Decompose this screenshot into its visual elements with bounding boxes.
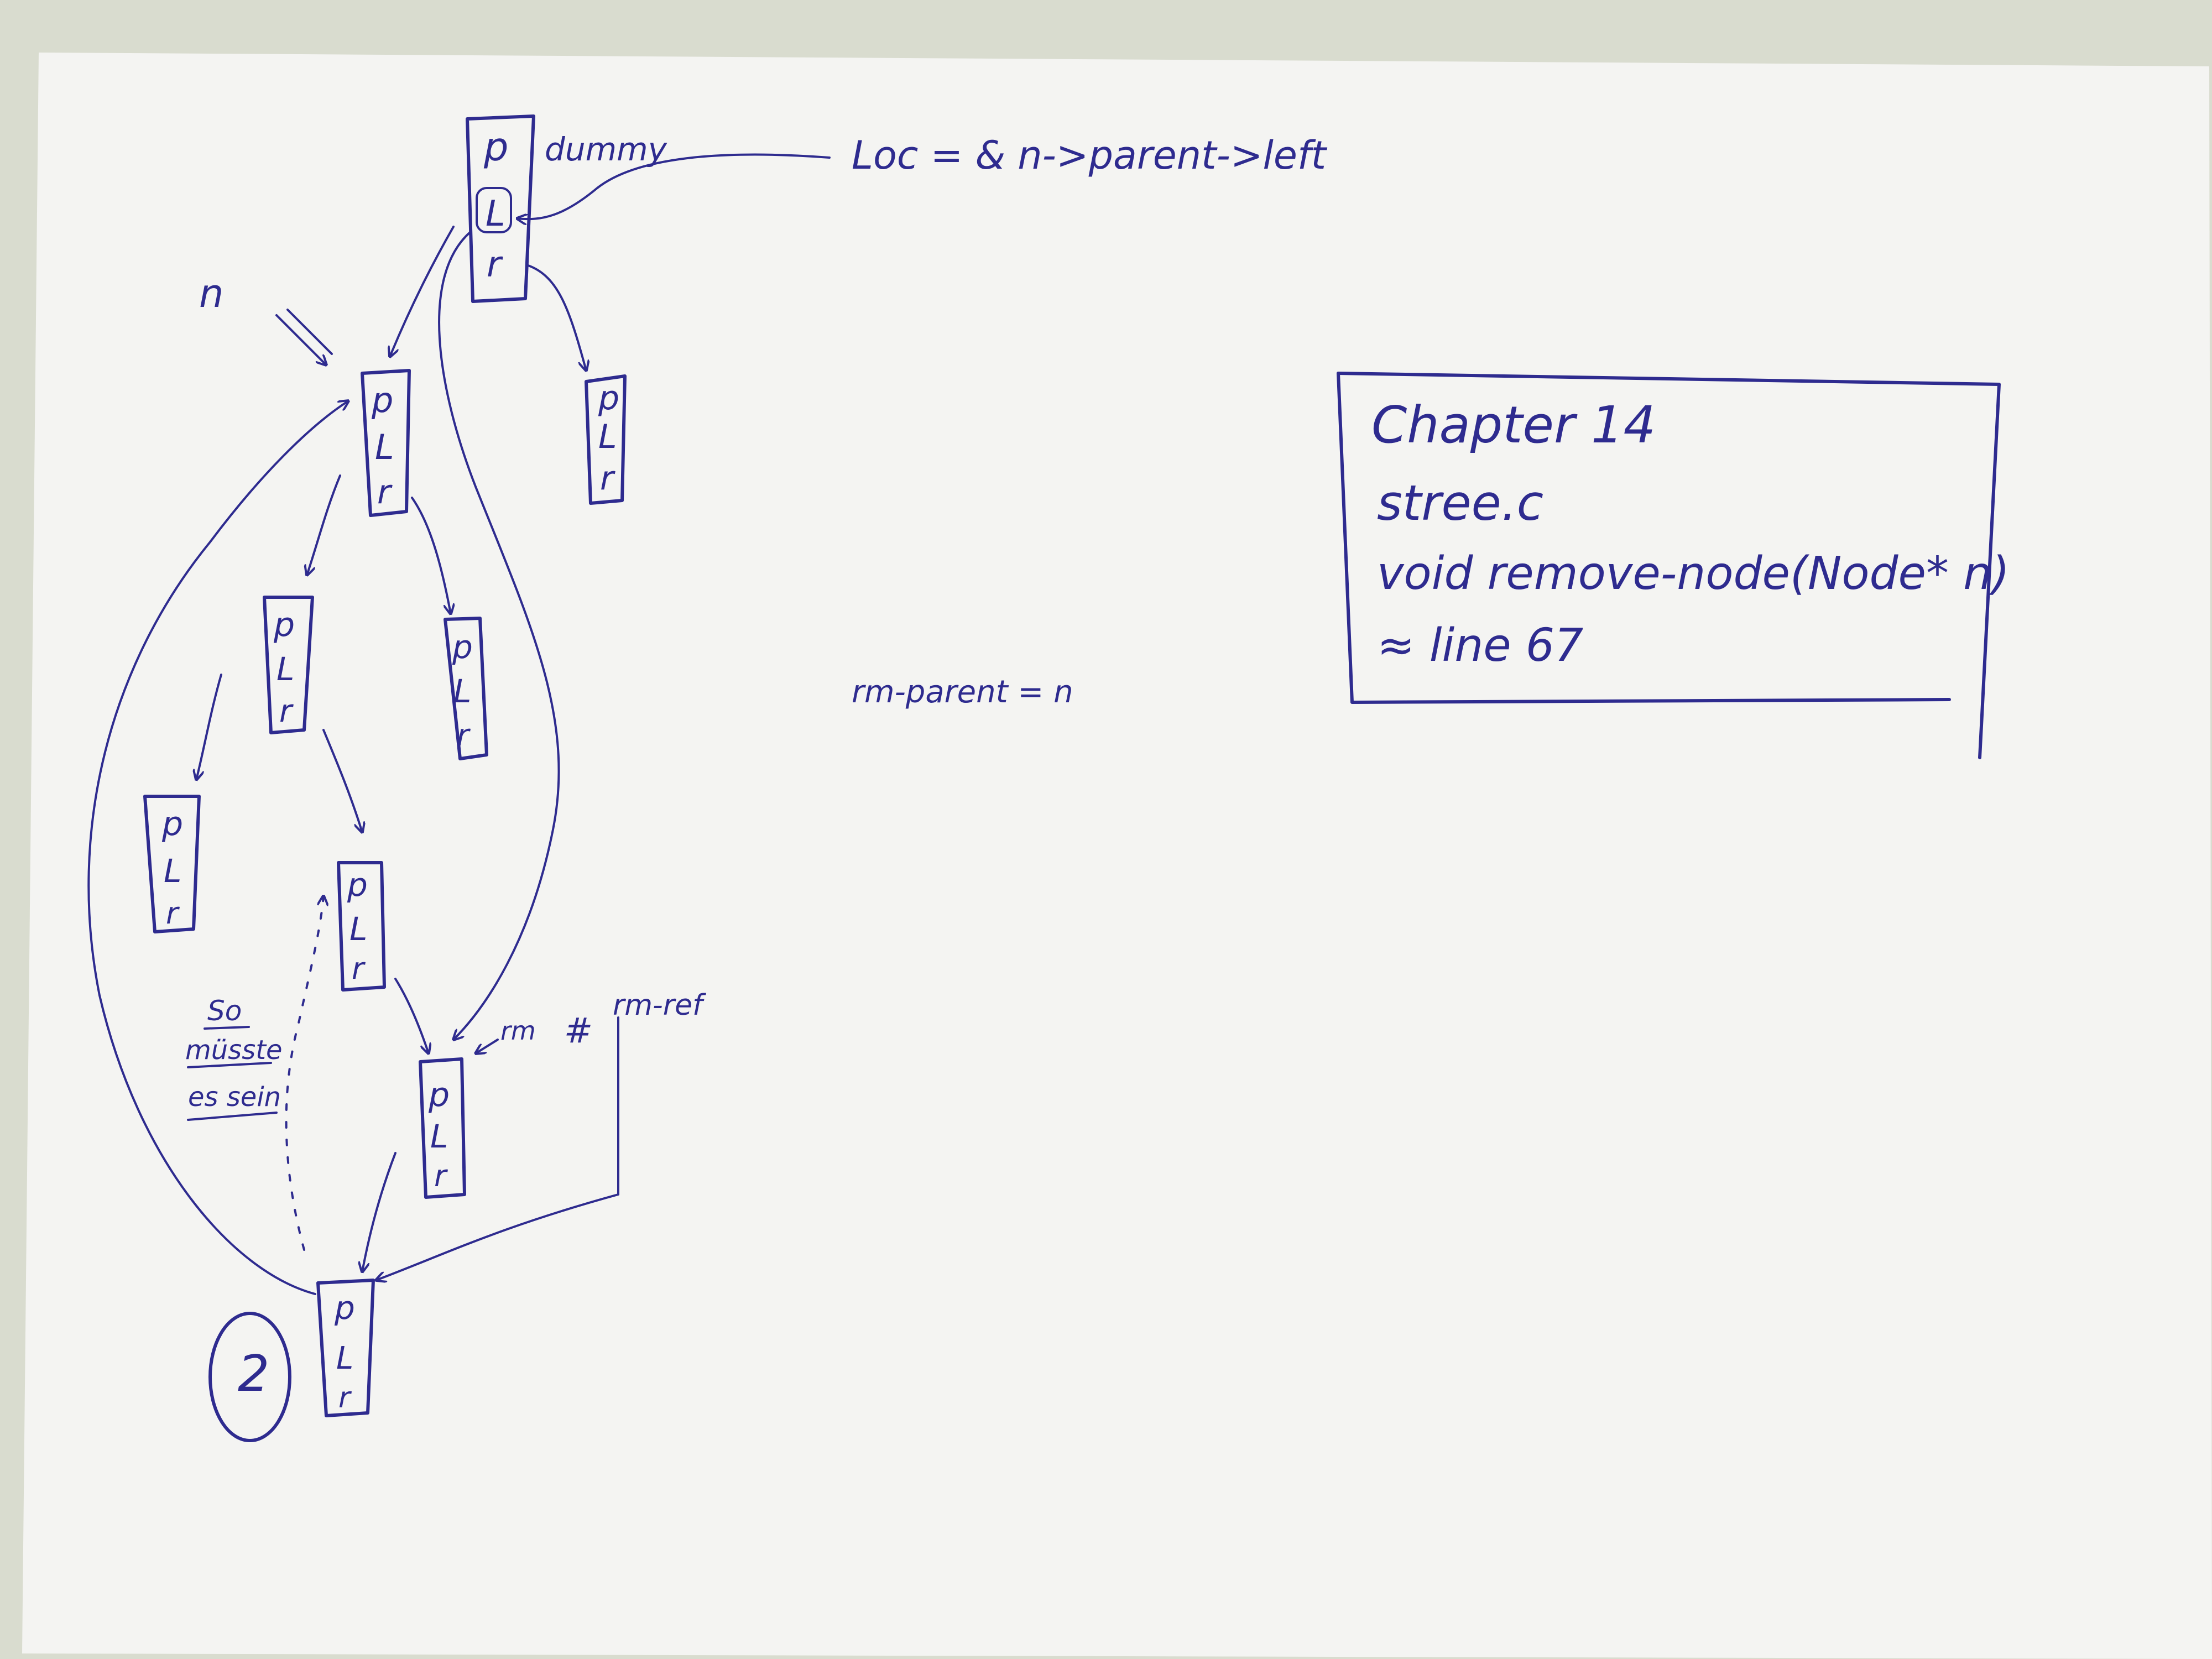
node-n-left: p L r [263, 596, 314, 734]
label-n: n [199, 271, 223, 316]
arrow-dummy-to-right [527, 264, 586, 371]
node-field-p: p [347, 866, 368, 904]
node-field-r: r [487, 244, 503, 285]
arrow-left-to-middle [322, 729, 362, 832]
node-field-l: L [164, 852, 181, 890]
label-loc-expression: Loc = & n->parent->left [852, 133, 1328, 178]
node-rm: p L r [419, 1057, 466, 1199]
node-field-r: r [377, 473, 393, 512]
node-field-r: r [457, 718, 471, 753]
note-line-1: So [207, 995, 242, 1027]
info-line-function: void remove-node(Node* n) [1377, 547, 2010, 600]
arrow-rm-to-bottom [362, 1152, 397, 1272]
node-dummy-right: p L r [585, 374, 627, 505]
arrow-loc-to-dummy [517, 153, 831, 220]
info-line-file: stree.c [1377, 474, 1543, 531]
arrow-dummy-to-rm [438, 231, 560, 1040]
node-field-p: p [598, 379, 619, 418]
node-field-r: r [434, 1159, 448, 1193]
node-field-l: L [430, 1118, 448, 1155]
label-dummy: dummy [545, 131, 667, 168]
node-field-p: p [334, 1289, 355, 1327]
label-rm-ref: rm-ref [613, 989, 706, 1022]
node-field-l: L [486, 194, 505, 234]
info-box: Chapter 14 stree.c void remove-node(Node… [1337, 372, 2010, 759]
node-dummy: p L r [466, 114, 535, 303]
info-line-line: ≈ line 67 [1377, 619, 1583, 672]
node-field-l: L [276, 650, 294, 688]
node-field-l: L [598, 418, 617, 456]
node-field-p: p [428, 1076, 450, 1114]
node-field-r: r [166, 896, 180, 931]
arrow-rmref-to-bottom [376, 1016, 619, 1280]
arrow-middle-to-rm [394, 978, 429, 1053]
node-far-left: p L r [143, 795, 201, 933]
node-field-r: r [352, 951, 366, 986]
circle-number: 2 [238, 1345, 269, 1403]
node-field-r: r [338, 1381, 352, 1415]
node-field-l: L [453, 672, 471, 710]
label-rm-marker: rm [500, 1016, 536, 1046]
node-bottom: p L r [316, 1279, 375, 1417]
arrow-n-to-left [307, 474, 341, 575]
node-field-p: p [452, 628, 473, 666]
arrow-bottom-to-n [87, 401, 348, 1295]
node-n-right: p L r [444, 617, 488, 760]
node-field-l: L [336, 1340, 353, 1376]
arrow-should-be [285, 896, 324, 1251]
node-field-p: p [273, 606, 295, 644]
label-rm-parent: rm-parent = n [852, 674, 1073, 710]
note-line-3: es sein [188, 1082, 281, 1113]
arrow-rm-pointer [476, 1039, 499, 1053]
node-field-r: r [600, 459, 615, 498]
node-n: p L r [361, 369, 411, 517]
info-line-chapter: Chapter 14 [1371, 395, 1656, 455]
label-hash: # [564, 1010, 593, 1051]
paper-sheet [22, 53, 2212, 1659]
arrow-n-pointer [275, 314, 326, 365]
arrows [87, 153, 831, 1295]
node-field-l: L [375, 427, 394, 467]
circled-number: 2 [208, 1312, 291, 1442]
arrow-dummy-to-n [390, 226, 455, 357]
node-middle: p L r [337, 861, 386, 992]
node-field-l: L [349, 910, 367, 948]
node-field-r: r [279, 693, 294, 729]
node-field-p: p [483, 124, 508, 170]
node-field-p: p [371, 380, 393, 420]
note-so-muss-es-sein: So müsste es sein [185, 995, 283, 1121]
note-line-2: müsste [185, 1035, 283, 1066]
arrow-left-to-farleft [196, 674, 222, 780]
node-field-p: p [161, 805, 183, 843]
arrow-n-to-right [411, 497, 451, 614]
